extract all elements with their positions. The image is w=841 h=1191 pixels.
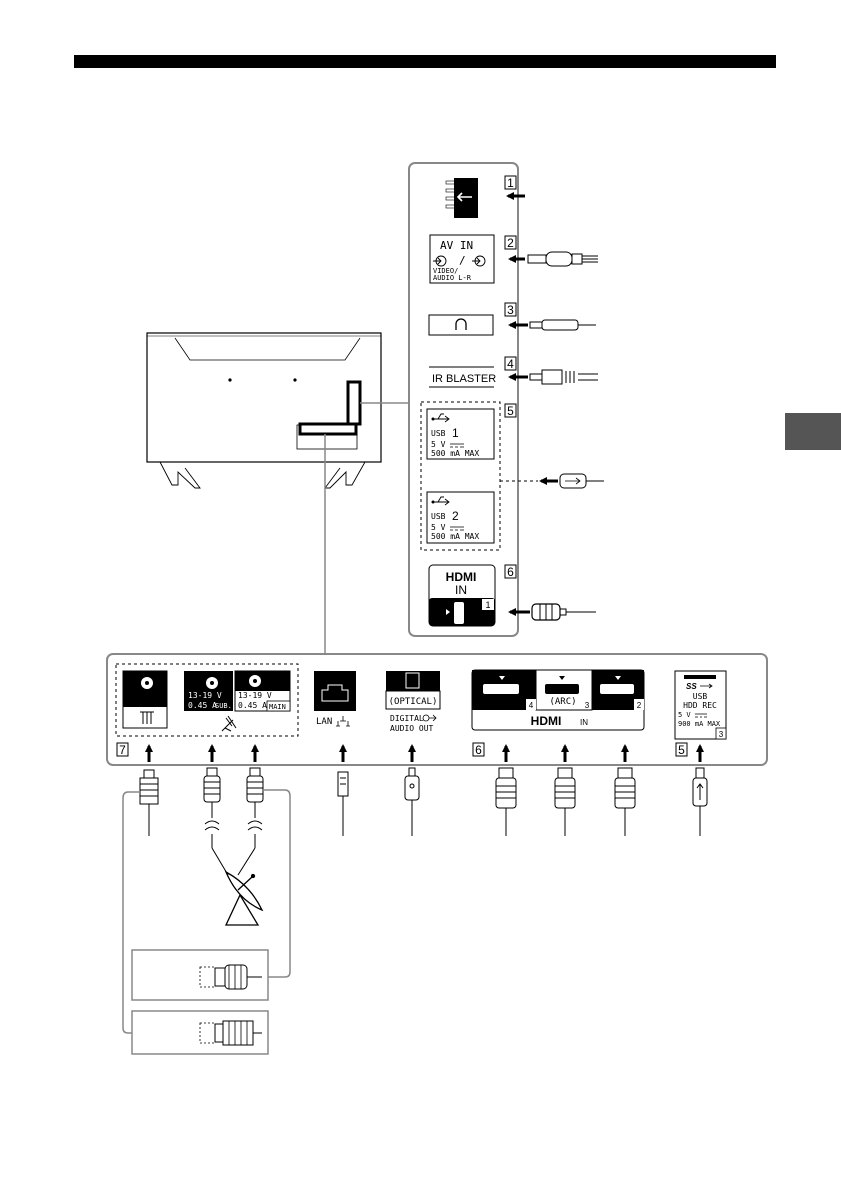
sat-main-terminal: 13-19 V 0.45 A MAIN (235, 671, 290, 711)
svg-text:500 mA MAX: 500 mA MAX (431, 532, 479, 541)
hdmi-cables (496, 768, 635, 836)
svg-text:0.45 A: 0.45 A (188, 701, 217, 710)
svg-text:6: 6 (507, 565, 514, 579)
svg-text:SS: SS (686, 682, 697, 691)
svg-text:1: 1 (507, 176, 514, 190)
hdmi-rear-terminals: (ARC) 4 3 2 HDMI IN (472, 670, 644, 730)
satellite-dish-icon (226, 872, 262, 925)
side-number-3: 3 (505, 303, 516, 317)
svg-text:IN: IN (455, 583, 467, 597)
side-number-4: 4 (505, 357, 516, 371)
svg-text:HDMI: HDMI (446, 570, 477, 584)
antenna-terminal (123, 671, 167, 728)
svg-text:(ARC): (ARC) (549, 697, 576, 707)
bottom-number-6: 6 (473, 743, 484, 757)
hdmi-side-cable (510, 604, 596, 620)
svg-text:900 mA MAX: 900 mA MAX (678, 720, 721, 728)
svg-text:/: / (459, 254, 466, 267)
hdmi-side-terminal: HDMI IN 1 (429, 565, 495, 626)
svg-text:3: 3 (719, 730, 724, 739)
side-number-5: 5 (505, 404, 516, 418)
side-number-6: 6 (505, 565, 516, 579)
svg-text:USB: USB (693, 692, 708, 701)
svg-text:4: 4 (529, 701, 534, 710)
usb-rec-cable (693, 768, 707, 836)
svg-text:5 V: 5 V (431, 440, 446, 449)
bottom-terminal-highlight (300, 424, 356, 434)
headphone-cable (510, 320, 596, 330)
sat-sub-terminal: 13-19 V 0.45 A SUB. (184, 671, 233, 711)
svg-text:2: 2 (507, 236, 514, 250)
svg-text:(OPTICAL): (OPTICAL) (389, 697, 438, 707)
lan-cable (338, 772, 348, 836)
headphone-terminal (429, 315, 493, 335)
svg-text:5: 5 (678, 743, 685, 757)
svg-text:6: 6 (475, 743, 482, 757)
svg-text:3: 3 (585, 701, 590, 710)
satellite-cable-sub (204, 768, 228, 875)
svg-text:HDD REC: HDD REC (683, 701, 717, 710)
svg-text:USB: USB (431, 429, 446, 438)
svg-text:1: 1 (485, 600, 490, 610)
svg-text:5 V: 5 V (678, 711, 691, 719)
side-terminal-highlight (348, 382, 360, 424)
usb2-terminal: USB 2 5 V 500 mA MAX (427, 492, 494, 543)
iec-connector-adapter-box (132, 1011, 268, 1054)
svg-text:2: 2 (637, 701, 642, 710)
side-number-2: 2 (505, 236, 516, 250)
svg-text:USB: USB (431, 512, 446, 521)
optical-terminal: (OPTICAL) DIGITAL AUDIO OUT (386, 671, 440, 733)
svg-text:1: 1 (452, 426, 459, 440)
svg-text:IR BLASTER: IR BLASTER (432, 373, 496, 385)
svg-text:HDMI: HDMI (531, 714, 562, 728)
svg-text:4: 4 (507, 357, 514, 371)
svg-text:3: 3 (507, 303, 514, 317)
ir-blaster-cable (510, 370, 598, 384)
svg-text:500 mA MAX: 500 mA MAX (431, 449, 479, 458)
svg-text:MAIN: MAIN (269, 703, 286, 711)
antenna-cable (140, 770, 158, 836)
svg-text:13-19 V: 13-19 V (188, 691, 222, 700)
svg-text:AUDIO OUT: AUDIO OUT (390, 724, 434, 733)
svg-text:DIGITAL: DIGITAL (390, 714, 424, 723)
svg-text:LAN: LAN (316, 717, 332, 727)
tv-back-illustration (147, 333, 381, 488)
svg-text:13-19 V: 13-19 V (238, 691, 272, 700)
bottom-number-5: 5 (676, 743, 687, 757)
optical-cable (405, 768, 419, 836)
side-number-1: 1 (505, 176, 516, 190)
usb1-terminal: USB 1 5 V 500 mA MAX (427, 409, 494, 459)
av-cable (510, 252, 598, 266)
svg-text:AUDIO L-R: AUDIO L-R (433, 274, 472, 282)
header-bar (74, 55, 776, 68)
svg-text:2: 2 (452, 509, 459, 523)
bottom-number-7: 7 (117, 743, 128, 757)
svg-text:7: 7 (119, 743, 126, 757)
svg-text:AV IN: AV IN (440, 239, 473, 252)
link-main-to-adapter (263, 790, 290, 977)
svg-text:5: 5 (507, 404, 514, 418)
av-in-terminal: AV IN / VIDEO/ AUDIO L-R (430, 235, 494, 283)
svg-text:SUB.: SUB. (215, 702, 232, 710)
svg-text:5 V: 5 V (431, 523, 446, 532)
section-tab (785, 413, 841, 450)
f-connector-adapter-box (132, 950, 268, 1000)
usb-hdd-rec-terminal: SS USB HDD REC 5 V 900 mA MAX 3 (675, 671, 726, 739)
svg-text:IN: IN (580, 718, 588, 727)
svg-text:0.45 A: 0.45 A (238, 701, 267, 710)
satellite-cable-main (238, 768, 263, 875)
